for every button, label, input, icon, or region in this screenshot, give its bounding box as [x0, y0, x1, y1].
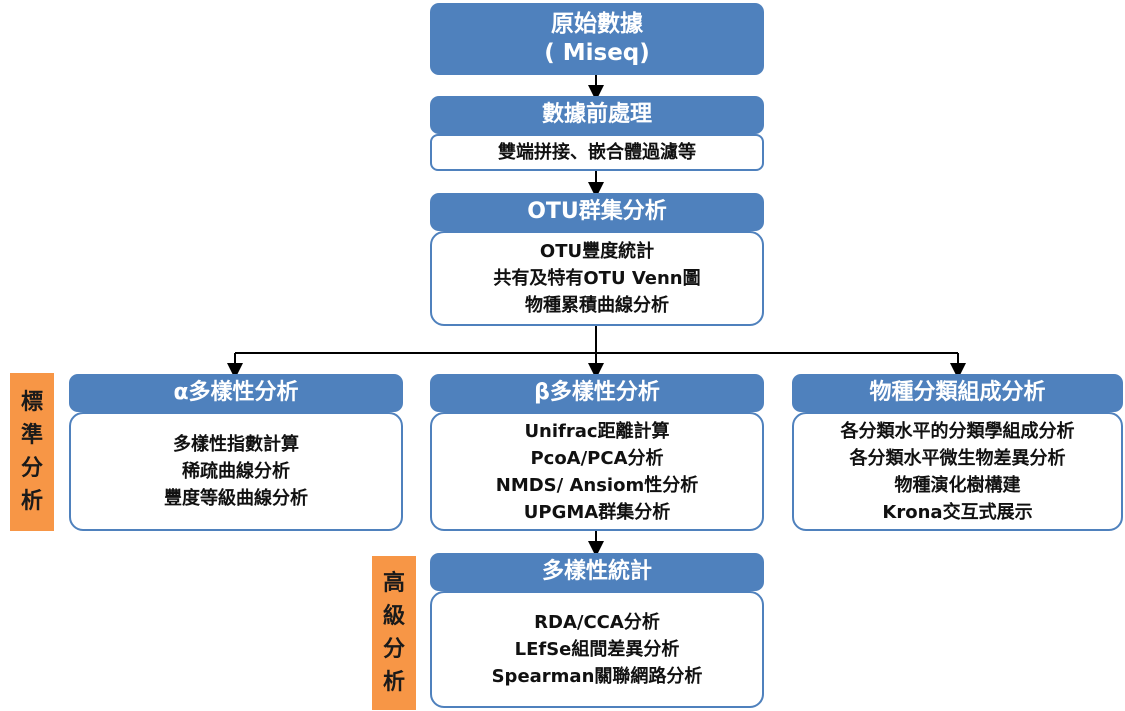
- otu-header: OTU群集分析: [430, 193, 764, 231]
- tag-char: 析: [20, 489, 43, 514]
- taxonomy-item: Krona交互式展示: [882, 501, 1033, 523]
- taxonomy-item: 各分類水平微生物差異分析: [849, 447, 1066, 469]
- otu-item: 物種累積曲線分析: [525, 295, 669, 316]
- otu-title: OTU群集分析: [527, 199, 667, 225]
- alpha-header: α多樣性分析: [69, 374, 403, 412]
- otu-item: 共有及特有OTU Venn圖: [493, 268, 701, 289]
- beta-item: UPGMA群集分析: [523, 501, 671, 523]
- beta-item: PcoA/PCA分析: [530, 447, 664, 469]
- beta-header: β多樣性分析: [430, 374, 764, 412]
- otu-item: OTU豐度統計: [539, 241, 655, 262]
- stats-item: LEfSe組間差異分析: [514, 639, 680, 660]
- beta-title: β多樣性分析: [534, 380, 660, 406]
- advanced-analysis-tag: 高 級 分 析: [372, 556, 416, 710]
- beta-body: Unifrac距離計算 PcoA/PCA分析 NMDS/ Ansiom性分析 U…: [430, 412, 764, 531]
- tag-char: 析: [382, 670, 405, 695]
- tag-char: 分: [382, 637, 405, 662]
- raw-data-title: 原始數據: [551, 11, 643, 38]
- preprocess-title: 數據前處理: [541, 102, 652, 128]
- taxonomy-item: 物種演化樹構建: [894, 474, 1021, 496]
- preprocess-header: 數據前處理: [430, 96, 764, 134]
- alpha-item: 多樣性指數計算: [173, 434, 299, 455]
- tag-char: 標: [20, 390, 43, 415]
- tag-char: 高: [382, 571, 405, 596]
- taxonomy-item: 各分類水平的分類學組成分析: [840, 420, 1075, 442]
- beta-item: Unifrac距離計算: [524, 420, 670, 442]
- stats-body: RDA/CCA分析 LEfSe組間差異分析 Spearman關聯網路分析: [430, 591, 764, 708]
- taxonomy-title: 物種分類組成分析: [869, 380, 1046, 406]
- alpha-item: 稀疏曲線分析: [182, 461, 290, 482]
- otu-body: OTU豐度統計 共有及特有OTU Venn圖 物種累積曲線分析: [430, 231, 764, 326]
- stats-item: RDA/CCA分析: [534, 612, 660, 633]
- standard-analysis-tag: 標 準 分 析: [10, 373, 54, 531]
- alpha-body: 多樣性指數計算 稀疏曲線分析 豐度等級曲線分析: [69, 412, 403, 531]
- stats-item: Spearman關聯網路分析: [491, 666, 703, 687]
- tag-char: 級: [382, 604, 405, 629]
- tag-char: 準: [20, 423, 43, 448]
- raw-data-source: ( Miseq): [544, 40, 650, 66]
- beta-item: NMDS/ Ansiom性分析: [495, 474, 699, 496]
- alpha-title: α多樣性分析: [173, 380, 299, 406]
- taxonomy-body: 各分類水平的分類學組成分析 各分類水平微生物差異分析 物種演化樹構建 Krona…: [792, 412, 1123, 531]
- taxonomy-header: 物種分類組成分析: [792, 374, 1123, 412]
- stats-title: 多樣性統計: [541, 559, 652, 585]
- raw-data-node: 原始數據 ( Miseq): [430, 3, 764, 75]
- tag-char: 分: [20, 456, 43, 481]
- alpha-item: 豐度等級曲線分析: [164, 488, 308, 509]
- preprocess-item: 雙端拼接、嵌合體過濾等: [498, 142, 696, 163]
- preprocess-body: 雙端拼接、嵌合體過濾等: [430, 134, 764, 171]
- stats-header: 多樣性統計: [430, 553, 764, 591]
